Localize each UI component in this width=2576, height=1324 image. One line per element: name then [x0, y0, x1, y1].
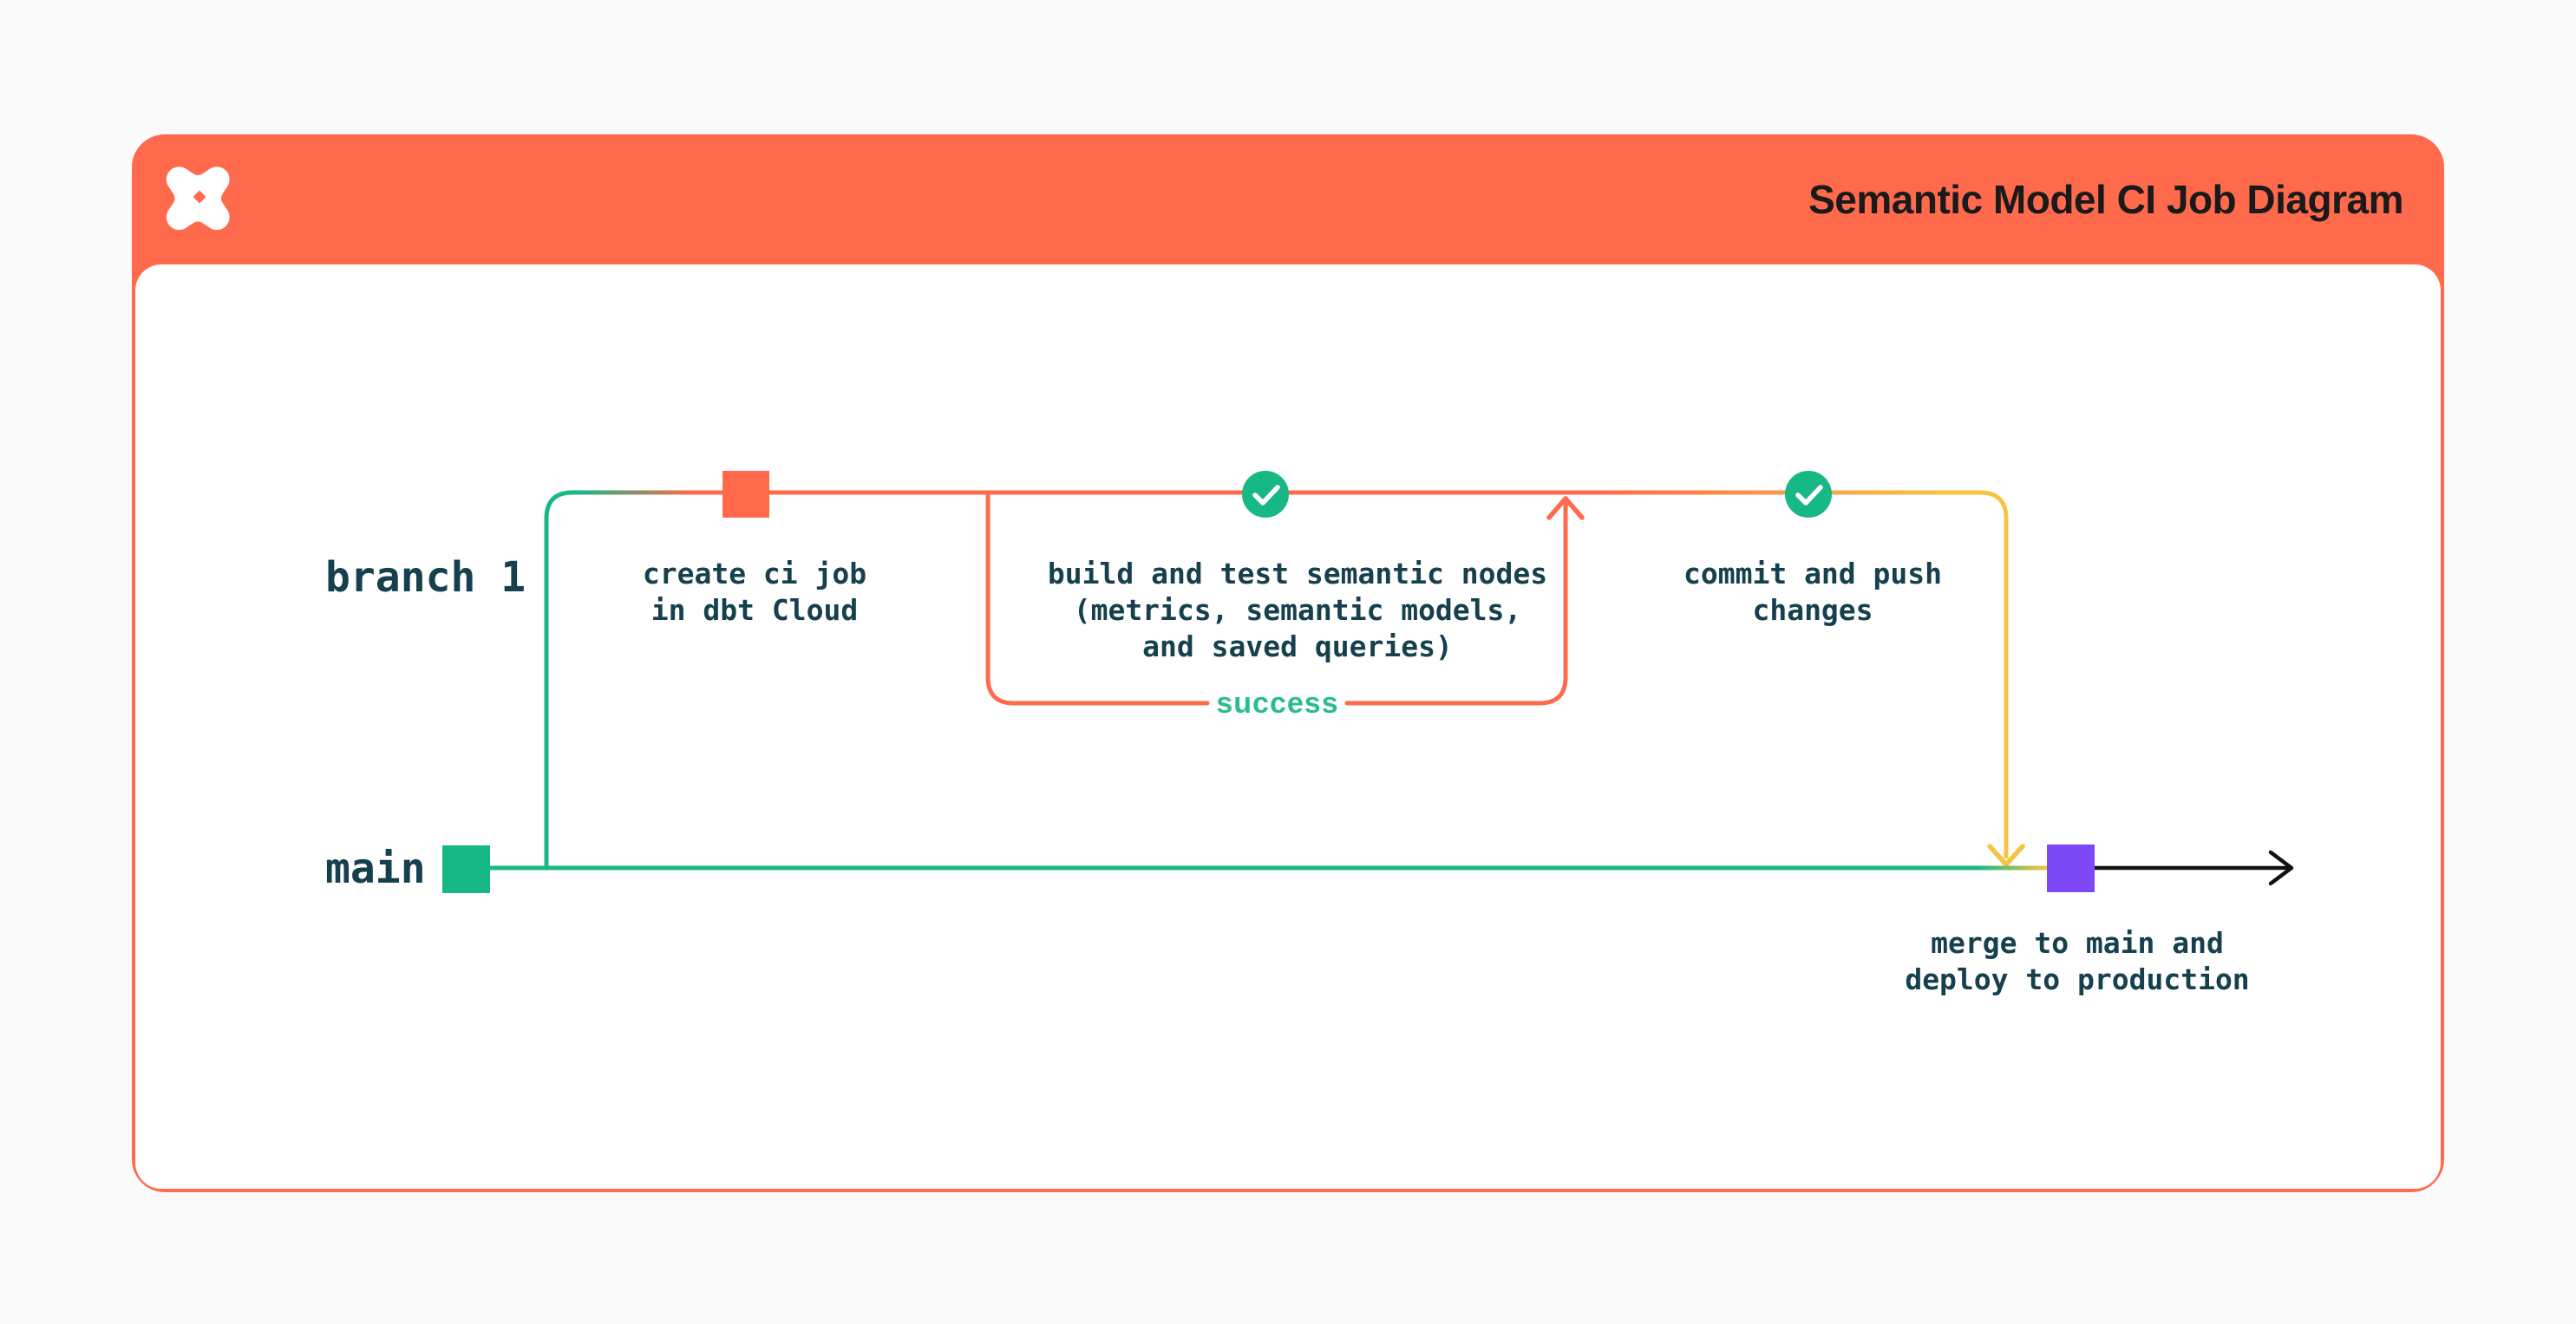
card-body [135, 264, 2441, 1189]
step-build-test: build and test semantic nodes (metrics, … [1047, 557, 1548, 663]
page-title: Semantic Model CI Job Diagram [1808, 177, 2403, 222]
step-create-ci-job: create ci job in dbt Cloud [642, 557, 867, 627]
card-header: Semantic Model CI Job Diagram [132, 134, 2444, 264]
step-merge-deploy: merge to main and deploy to production [1905, 926, 2250, 996]
branch-label: branch 1 [325, 553, 526, 602]
main-label: main [325, 845, 426, 893]
step-commit-push: commit and push changes [1683, 557, 1943, 627]
success-label: success [1216, 687, 1339, 720]
dbt-logo-icon [166, 166, 230, 231]
